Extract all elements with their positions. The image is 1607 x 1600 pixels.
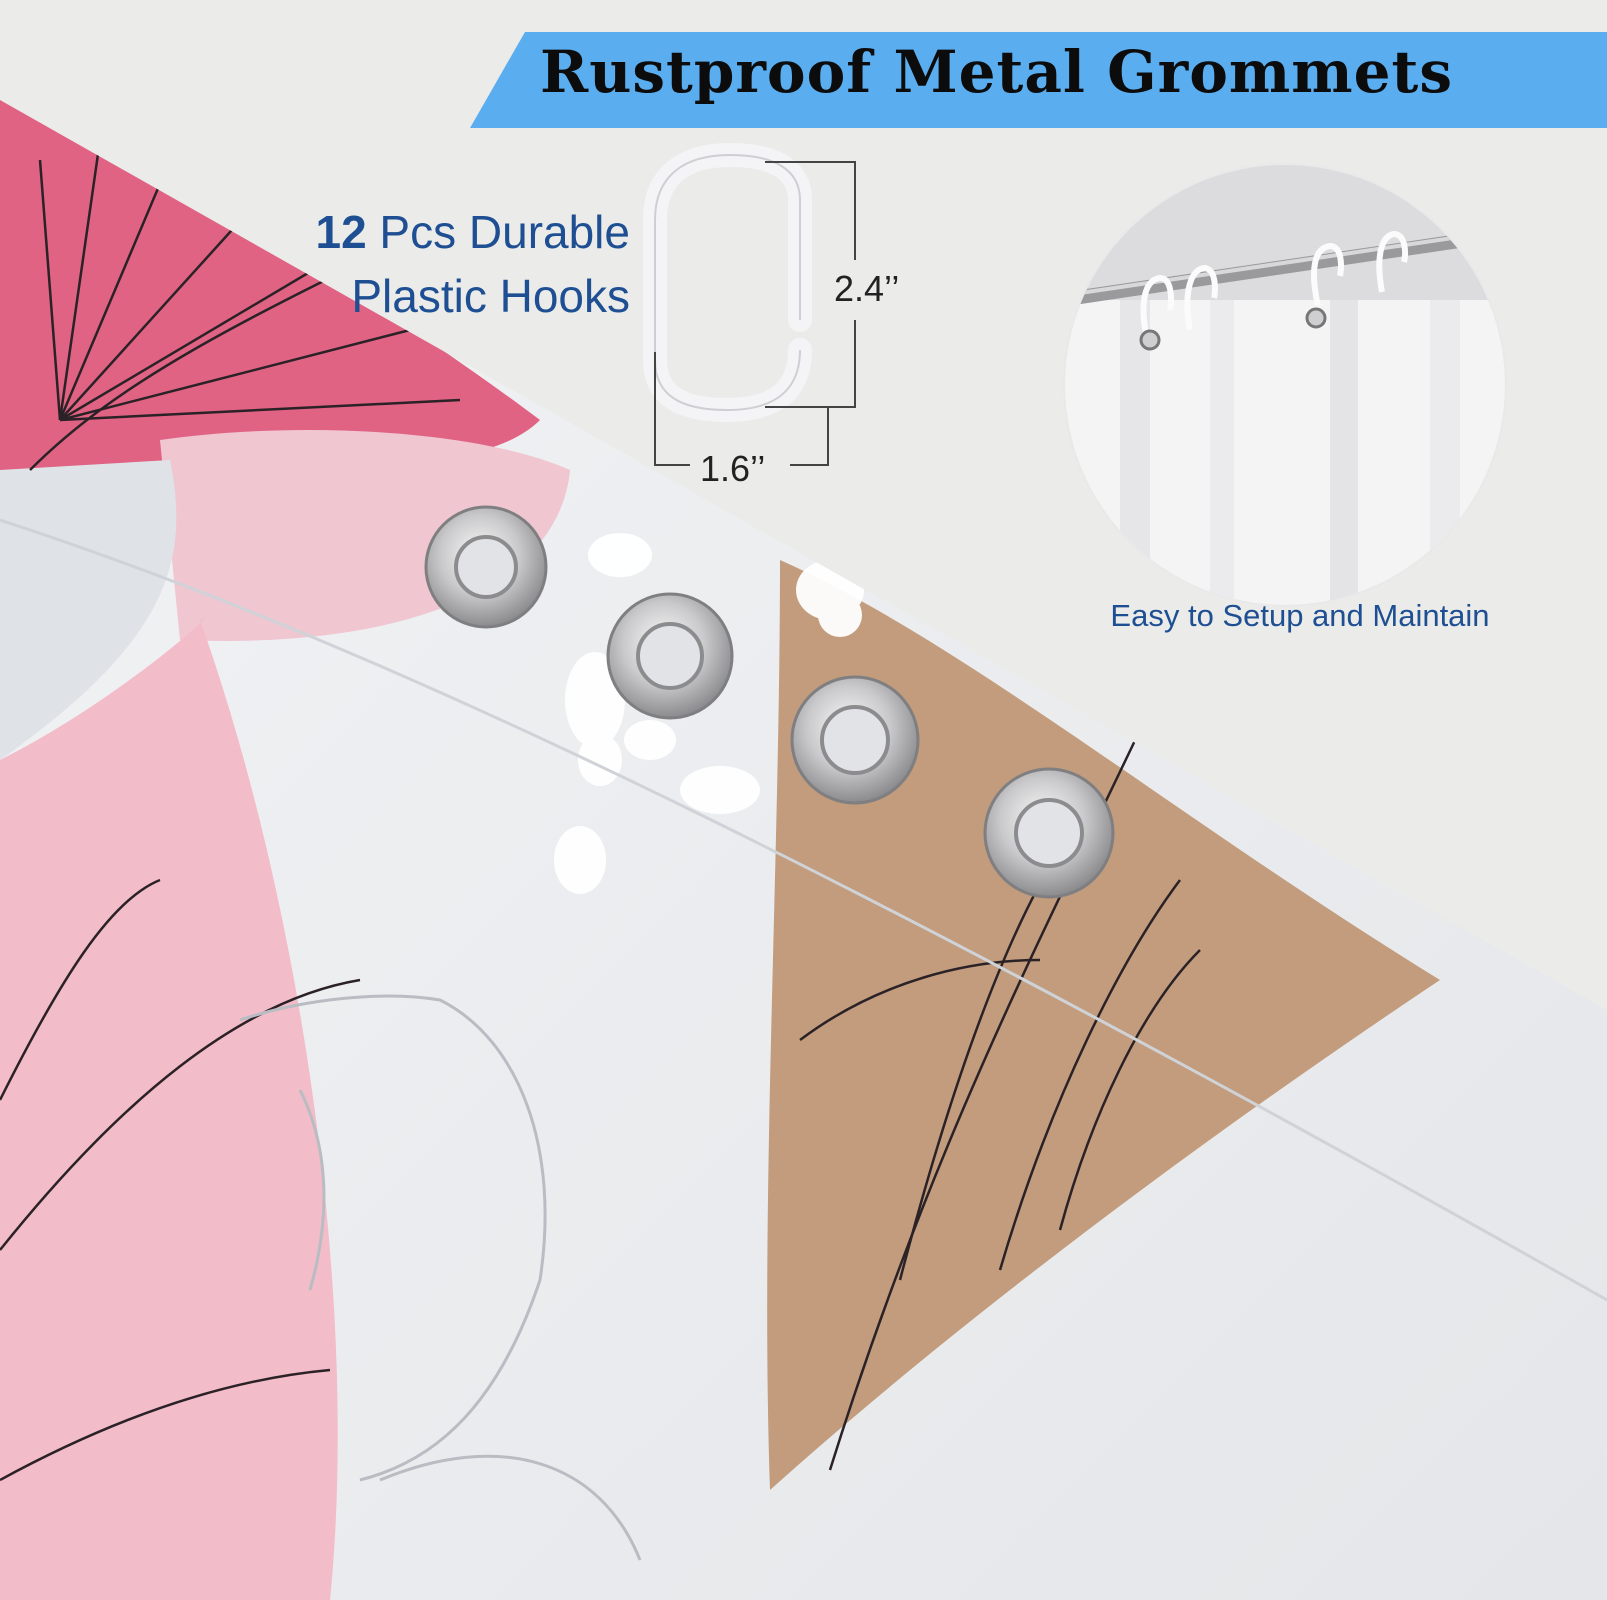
hooks-label: 12 Pcs Durable Plastic Hooks (200, 200, 630, 328)
plastic-hook-icon (643, 142, 856, 466)
hooks-count: 12 (315, 206, 367, 258)
hook-width-dimension: 1.6’’ (700, 448, 766, 489)
banner-shape (470, 32, 1607, 128)
metal-grommets (424, 505, 1115, 899)
hooks-label-rest: Pcs Durable (366, 206, 630, 258)
hook-height-dimension: 2.4’’ (834, 268, 900, 309)
setup-caption: Easy to Setup and Maintain (1110, 598, 1490, 633)
hooks-label-line2: Plastic Hooks (351, 270, 630, 322)
hooks-label-line1: 12 Pcs Durable (200, 200, 630, 264)
banner-title: Rustproof Metal Grommets (540, 38, 1454, 106)
